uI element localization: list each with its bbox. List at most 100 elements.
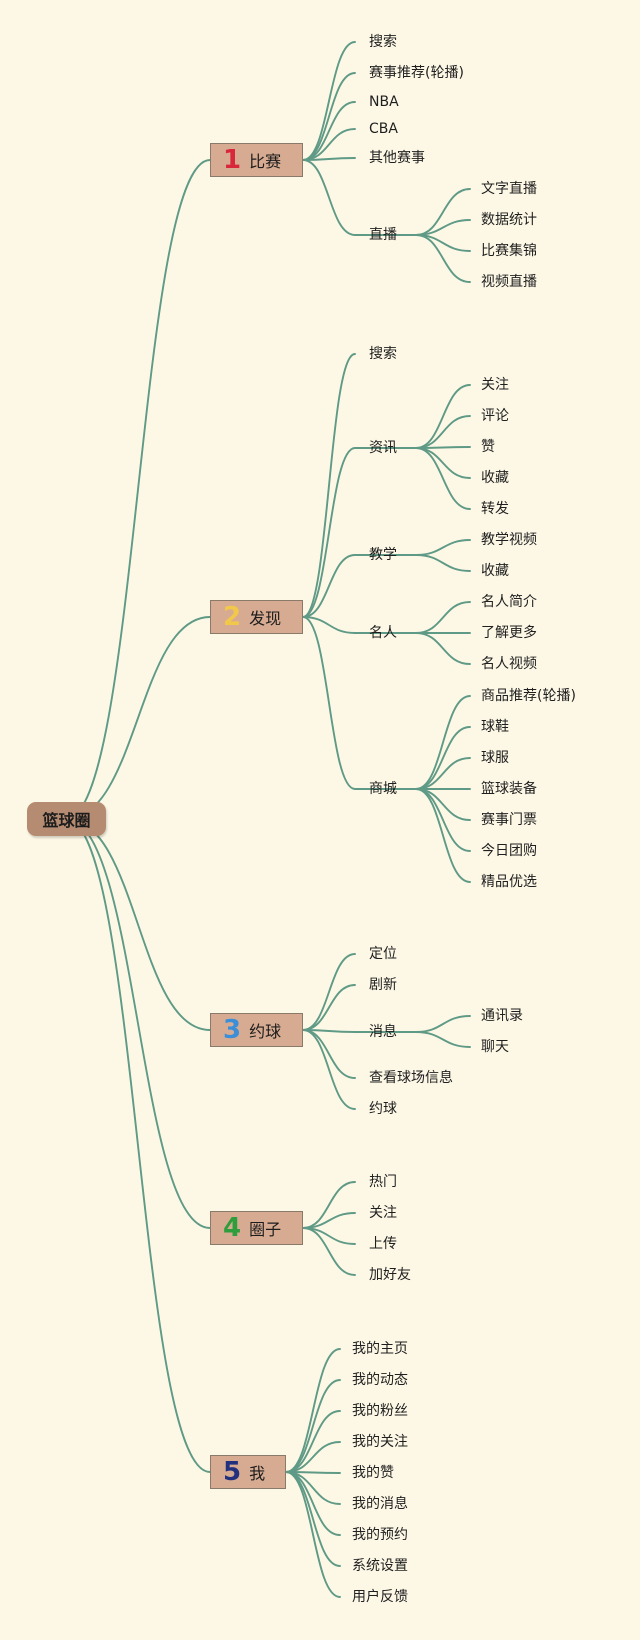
node-5-homepage[interactable]: 我的主页: [352, 1341, 408, 1357]
link-b5-0: [285, 1348, 341, 1473]
node-4-hot[interactable]: 热门: [369, 1174, 397, 1190]
node-5-fans[interactable]: 我的粉丝: [352, 1403, 408, 1419]
node-2-mall-selection[interactable]: 精品优选: [481, 874, 537, 890]
node-2-mall-shoes[interactable]: 球鞋: [481, 719, 509, 735]
node-2-celebrity-more[interactable]: 了解更多: [481, 625, 537, 641]
branch-node-5[interactable]: 5 我: [210, 1455, 286, 1489]
branch-label-1: 比赛: [249, 152, 282, 171]
node-2-celebrity-intro[interactable]: 名人简介: [481, 594, 537, 610]
node-2-mall-jerseys[interactable]: 球服: [481, 750, 509, 766]
link-b2-0: [302, 353, 356, 618]
node-1-live-text[interactable]: 文字直播: [481, 181, 537, 197]
link-b2-mall-6: [415, 788, 471, 883]
link-b3-4: [302, 1029, 356, 1110]
link-b1-0: [302, 41, 356, 161]
node-2-teaching[interactable]: 教学: [369, 547, 397, 563]
branch-number-3: 3: [223, 1015, 242, 1045]
node-5-settings[interactable]: 系统设置: [352, 1558, 408, 1574]
node-1-live-stats[interactable]: 数据统计: [481, 212, 537, 228]
node-2-mall[interactable]: 商城: [369, 781, 397, 797]
link-b4-3: [302, 1227, 356, 1276]
node-4-upload[interactable]: 上传: [369, 1236, 397, 1252]
node-2-news-share[interactable]: 转发: [481, 501, 509, 517]
node-5-activity[interactable]: 我的动态: [352, 1372, 408, 1388]
node-5-following[interactable]: 我的关注: [352, 1434, 408, 1450]
branch-node-1[interactable]: 1 比赛: [210, 143, 303, 177]
link-root-2: [65, 818, 211, 1031]
link-b2-celeb-0: [415, 601, 471, 634]
node-5-bookings[interactable]: 我的预约: [352, 1527, 408, 1543]
node-2-mall-carousel[interactable]: 商品推荐(轮播): [481, 688, 576, 704]
link-b2-news-4: [415, 447, 471, 510]
node-1-cba[interactable]: CBA: [369, 121, 398, 137]
node-1-live-video[interactable]: 视频直播: [481, 274, 537, 290]
node-2-search[interactable]: 搜索: [369, 346, 397, 362]
link-b2-mall-0: [415, 695, 471, 790]
node-1-live[interactable]: 直播: [369, 227, 397, 243]
link-b2-mall-5: [415, 788, 471, 852]
node-1-search[interactable]: 搜索: [369, 34, 397, 50]
link-b2-news-0: [415, 384, 471, 449]
node-2-news[interactable]: 资讯: [369, 440, 397, 456]
node-2-teaching-video[interactable]: 教学视频: [481, 532, 537, 548]
link-b2-teach-0: [415, 539, 471, 556]
link-b2-news-2: [415, 446, 471, 449]
link-root-1: [65, 616, 211, 820]
link-b2-4: [302, 616, 356, 790]
node-2-teaching-favorite[interactable]: 收藏: [481, 563, 509, 579]
link-b2-1: [302, 447, 356, 618]
link-b3-msg-1: [415, 1031, 471, 1048]
node-1-featured-carousel[interactable]: 赛事推荐(轮播): [369, 65, 464, 81]
node-3-messages[interactable]: 消息: [369, 1024, 397, 1040]
node-2-news-comment[interactable]: 评论: [481, 408, 509, 424]
node-1-nba[interactable]: NBA: [369, 94, 399, 110]
link-b1-2: [302, 101, 356, 161]
link-b5-8: [285, 1471, 341, 1598]
link-b3-0: [302, 953, 356, 1031]
node-1-live-highlights[interactable]: 比赛集锦: [481, 243, 537, 259]
link-b1-4: [302, 157, 356, 161]
branch-label-4: 圈子: [249, 1220, 282, 1239]
root-node-label: 篮球圈: [42, 811, 91, 830]
node-5-feedback[interactable]: 用户反馈: [352, 1589, 408, 1605]
link-root-3: [65, 818, 211, 1229]
branch-number-5: 5: [223, 1457, 242, 1487]
node-1-other-events[interactable]: 其他赛事: [369, 150, 425, 166]
node-2-celebrity-video[interactable]: 名人视频: [481, 656, 537, 672]
link-b1-5: [302, 159, 356, 236]
node-2-news-like[interactable]: 赞: [481, 439, 495, 455]
branch-node-2[interactable]: 2 发现: [210, 600, 303, 634]
link-b1-1: [302, 72, 356, 161]
link-b1-live-3: [415, 234, 471, 283]
node-3-chat[interactable]: 聊天: [481, 1039, 509, 1055]
root-node[interactable]: 篮球圈: [27, 802, 106, 836]
link-b3-msg-0: [415, 1015, 471, 1033]
node-3-locate[interactable]: 定位: [369, 946, 397, 962]
link-b2-mall-1: [415, 726, 471, 790]
branch-label-3: 约球: [249, 1022, 282, 1041]
node-3-court-info[interactable]: 查看球场信息: [369, 1070, 453, 1086]
node-3-refresh[interactable]: 剧新: [369, 977, 397, 993]
node-4-follow[interactable]: 关注: [369, 1205, 397, 1221]
link-b2-3: [302, 616, 356, 634]
node-2-news-favorite[interactable]: 收藏: [481, 470, 509, 486]
branch-node-4[interactable]: 4 圈子: [210, 1211, 303, 1245]
node-3-book-game[interactable]: 约球: [369, 1101, 397, 1117]
node-5-messages[interactable]: 我的消息: [352, 1496, 408, 1512]
link-b5-7: [285, 1471, 341, 1567]
node-2-news-follow[interactable]: 关注: [481, 377, 509, 393]
node-2-mall-equipment[interactable]: 篮球装备: [481, 781, 537, 797]
link-b5-1: [285, 1379, 341, 1473]
branch-number-2: 2: [223, 602, 242, 632]
node-2-celebrities[interactable]: 名人: [369, 625, 397, 641]
node-3-contacts[interactable]: 通讯录: [481, 1008, 523, 1024]
node-2-mall-group-buy[interactable]: 今日团购: [481, 843, 537, 859]
node-4-add-friend[interactable]: 加好友: [369, 1267, 411, 1283]
branch-number-4: 4: [223, 1213, 242, 1243]
link-b2-news-3: [415, 447, 471, 479]
node-5-likes[interactable]: 我的赞: [352, 1465, 394, 1481]
node-2-mall-tickets[interactable]: 赛事门票: [481, 812, 537, 828]
branch-label-2: 发现: [249, 609, 282, 628]
branch-node-3[interactable]: 3 约球: [210, 1013, 303, 1047]
